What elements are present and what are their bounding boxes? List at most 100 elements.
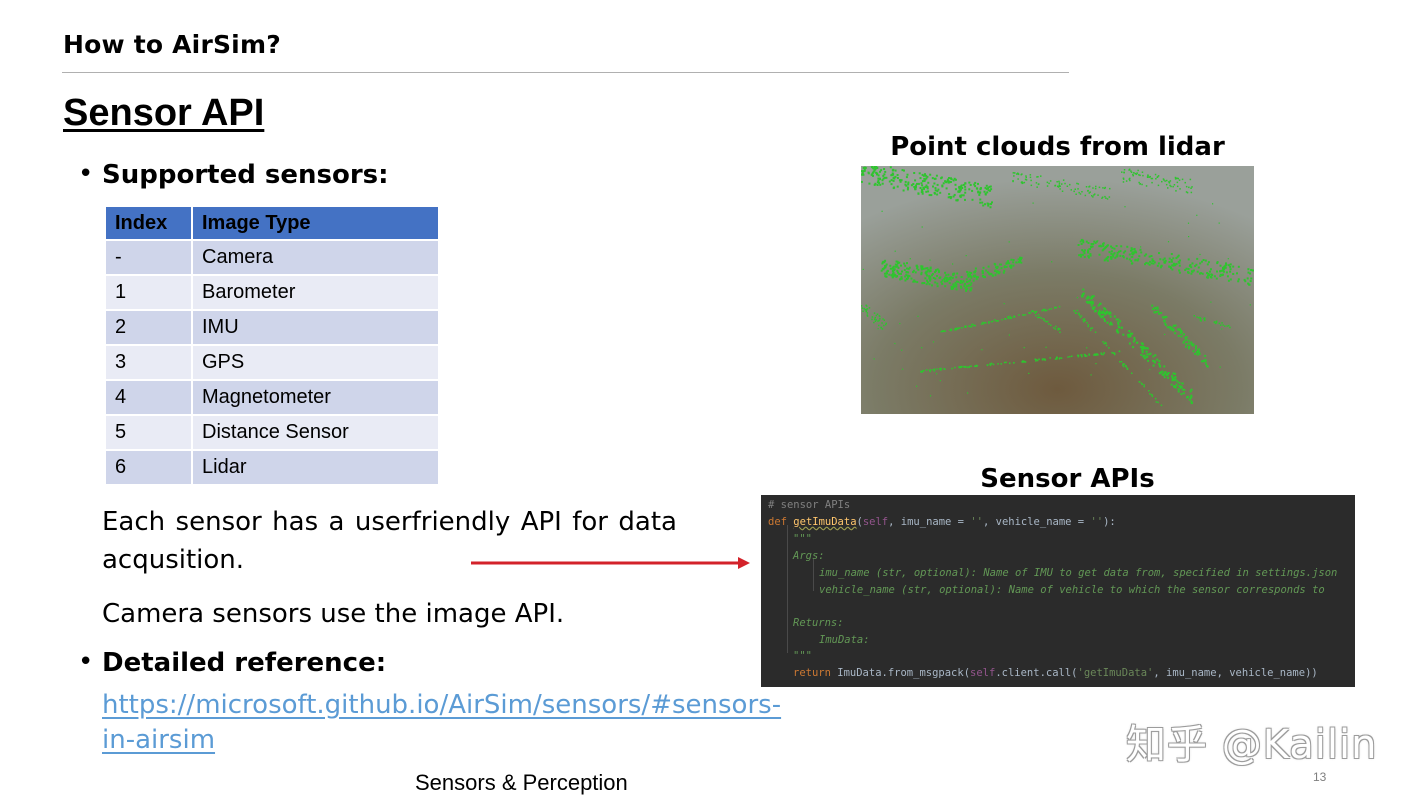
lidar-point <box>1157 265 1159 267</box>
lidar-point <box>1094 193 1096 195</box>
lidar-point <box>955 276 957 278</box>
lidar-point <box>1035 315 1037 317</box>
lidar-point <box>989 363 991 365</box>
lidar-point <box>982 322 984 324</box>
lidar-point <box>942 331 944 333</box>
lidar-point <box>1091 301 1093 303</box>
reference-link[interactable]: https://microsoft.github.io/AirSim/senso… <box>102 688 702 758</box>
lidar-point <box>1018 314 1020 316</box>
lidar-point <box>1149 176 1151 178</box>
lidar-point <box>968 284 970 286</box>
lidar-point <box>921 347 922 348</box>
lidar-point <box>1059 182 1061 184</box>
lidar-point <box>1013 172 1015 174</box>
lidar-point <box>1084 354 1086 356</box>
lidar-point <box>1055 328 1057 330</box>
lidar-point <box>1043 320 1045 322</box>
lidar-point <box>1171 253 1173 255</box>
lidar-point <box>1088 242 1090 244</box>
lidar-point <box>936 283 938 285</box>
lidar-point <box>988 321 990 323</box>
lidar-point <box>1158 185 1160 187</box>
lidar-point <box>982 270 984 272</box>
lidar-point <box>1079 314 1081 316</box>
slide-title: Sensor API <box>63 92 264 135</box>
lidar-point <box>1178 270 1180 272</box>
lidar-point <box>923 178 925 180</box>
lidar-point <box>1185 346 1187 348</box>
lidar-point <box>1082 241 1084 243</box>
lidar-point <box>895 170 897 172</box>
lidar-point <box>1146 356 1148 358</box>
code-line-doc-close: """ <box>793 650 812 662</box>
lidar-point <box>1081 191 1083 193</box>
lidar-point <box>917 192 919 194</box>
lidar-point <box>1195 345 1197 347</box>
lidar-point <box>951 178 953 180</box>
lidar-point <box>873 322 875 324</box>
lidar-point <box>1107 260 1109 262</box>
lidar-point <box>937 184 939 186</box>
lidar-point <box>1183 340 1185 342</box>
lidar-point <box>1173 385 1175 387</box>
lidar-point <box>934 271 936 273</box>
lidar-point <box>987 205 989 207</box>
lidar-point <box>1050 325 1052 327</box>
table-cell-type: GPS <box>192 345 439 380</box>
lidar-point <box>1163 365 1165 367</box>
lidar-point <box>863 269 864 270</box>
lidar-point <box>1109 196 1111 198</box>
lidar-point <box>947 274 949 276</box>
lidar-point <box>1015 262 1017 264</box>
lidar-point <box>1100 303 1102 305</box>
lidar-point <box>934 368 936 370</box>
lidar-point <box>1077 188 1079 190</box>
lidar-point <box>1077 310 1079 312</box>
table-row: 1 Barometer <box>105 275 439 310</box>
lidar-point <box>1161 181 1163 183</box>
lidar-point <box>988 189 990 191</box>
lidar-point <box>1044 359 1046 361</box>
lidar-point <box>1208 273 1210 275</box>
lidar-point <box>907 174 909 176</box>
lidar-point <box>1199 262 1201 264</box>
lidar-point <box>1059 188 1061 190</box>
lidar-point <box>1161 405 1163 407</box>
lidar-point <box>1201 320 1203 322</box>
table-row: 6 Lidar <box>105 450 439 485</box>
lidar-point <box>965 290 967 292</box>
lidar-point <box>1114 316 1116 318</box>
lidar-point <box>1148 390 1150 392</box>
lidar-point <box>904 269 906 271</box>
code-line-comment: # sensor APIs <box>768 499 850 511</box>
lidar-point <box>991 201 993 203</box>
table-header-index: Index <box>105 206 192 240</box>
lidar-point <box>1107 198 1109 200</box>
lidar-point <box>940 368 942 370</box>
lidar-point <box>943 182 945 184</box>
lidar-point <box>1130 260 1132 262</box>
lidar-point <box>1025 314 1027 316</box>
lidar-point <box>981 323 983 325</box>
lidar-point <box>940 380 941 381</box>
lidar-point <box>1152 360 1154 362</box>
lidar-point <box>1178 388 1180 390</box>
lidar-point <box>1208 261 1210 263</box>
lidar-point <box>1109 188 1111 190</box>
lidar-point <box>1039 317 1041 319</box>
lidar-point <box>961 185 963 187</box>
lidar-point <box>871 319 873 321</box>
lidar-point <box>912 183 914 185</box>
lidar-point <box>1175 325 1177 327</box>
lidar-point <box>1056 307 1058 309</box>
lidar-point <box>1210 268 1212 270</box>
lidar-point <box>1174 184 1176 186</box>
lidar-point <box>1152 178 1154 180</box>
lidar-point <box>897 261 899 263</box>
lidar-point <box>901 271 903 273</box>
lidar-point <box>1118 324 1120 326</box>
lidar-point <box>1058 181 1060 183</box>
lidar-point <box>990 206 992 208</box>
lidar-point <box>965 326 967 328</box>
lidar-point <box>1141 184 1143 186</box>
